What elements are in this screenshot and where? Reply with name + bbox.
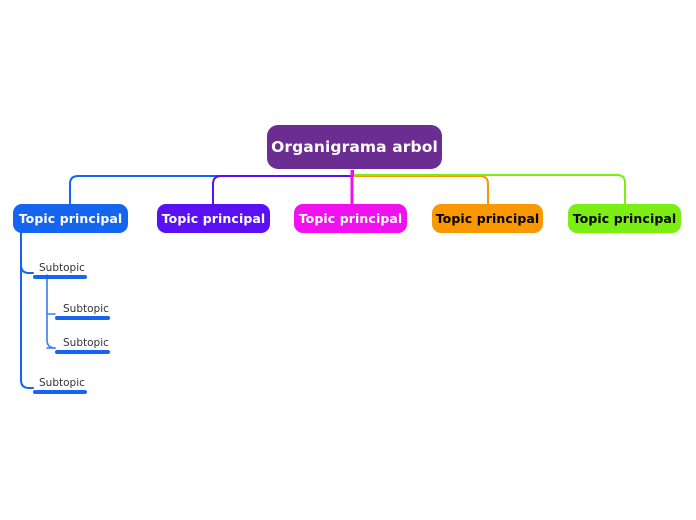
- subtopic-node-1-label: Subtopic: [39, 262, 85, 274]
- subtopic-node-3-label: Subtopic: [63, 337, 109, 349]
- topic-node-3-label: Topic principal: [298, 211, 403, 226]
- topic-node-2-label: Topic principal: [161, 211, 266, 226]
- subtopic-node-2[interactable]: Subtopic: [55, 300, 110, 320]
- connector-nested-spine: [46, 274, 56, 349]
- subtopic-node-1[interactable]: Subtopic: [33, 259, 87, 279]
- subtopic-node-3-bar: [55, 350, 110, 354]
- topic-node-4-label: Topic principal: [435, 211, 540, 226]
- subtopic-node-4-label: Subtopic: [39, 377, 85, 389]
- connector-subtopic-1: [20, 264, 34, 274]
- subtopic-node-2-bar: [55, 316, 110, 320]
- root-node-label: Organigrama arbol: [271, 138, 438, 156]
- subtopic-node-3[interactable]: Subtopic: [55, 334, 110, 354]
- subtopic-node-2-label: Subtopic: [63, 303, 109, 315]
- topic-node-2[interactable]: Topic principal: [157, 204, 270, 233]
- topic-node-3[interactable]: Topic principal: [294, 204, 407, 233]
- connector-branch-5: [354, 174, 626, 205]
- connector-subtopic-spine: [20, 232, 34, 389]
- connector-branch-2: [212, 175, 354, 205]
- connector-branch-4: [354, 175, 489, 205]
- topic-node-1-label: Topic principal: [18, 211, 123, 226]
- topic-node-4[interactable]: Topic principal: [432, 204, 543, 233]
- connector-branch-1: [69, 175, 354, 205]
- subtopic-node-4[interactable]: Subtopic: [33, 374, 87, 394]
- root-node[interactable]: Organigrama arbol: [267, 125, 442, 169]
- topic-node-1[interactable]: Topic principal: [13, 204, 128, 233]
- subtopic-node-4-bar: [33, 390, 87, 394]
- subtopic-node-1-bar: [33, 275, 87, 279]
- topic-node-5[interactable]: Topic principal: [568, 204, 681, 233]
- topic-node-5-label: Topic principal: [572, 211, 677, 226]
